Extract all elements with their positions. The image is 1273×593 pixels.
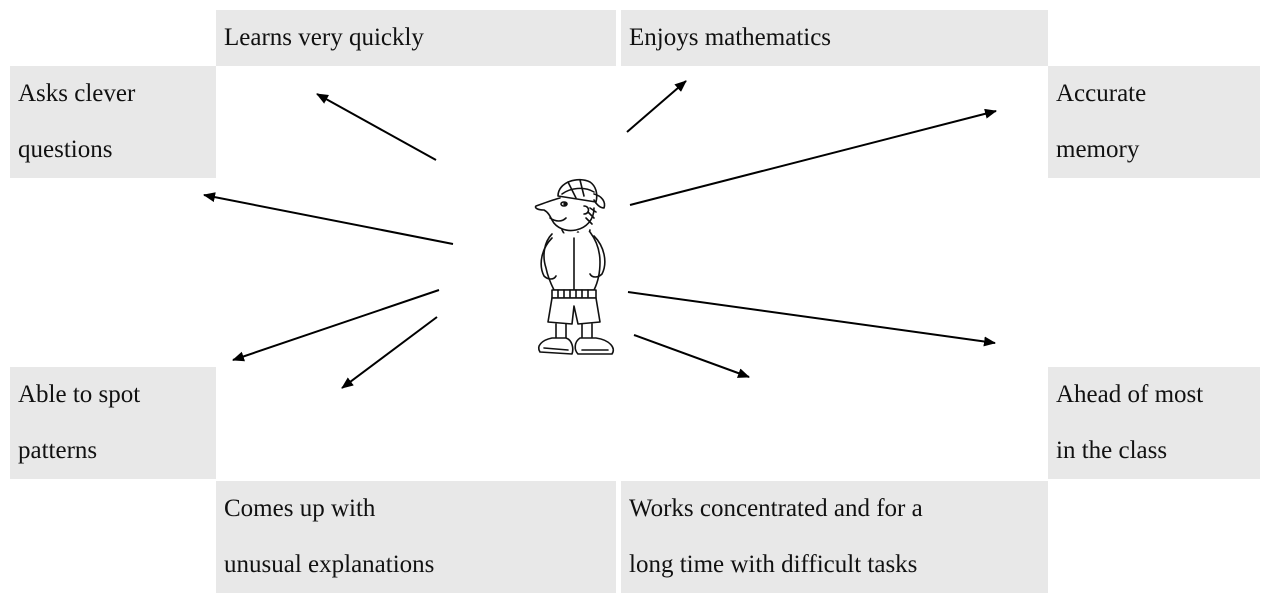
trait-label-line-1: Asks clever (18, 80, 136, 107)
trait-label-line-2: in the class (1056, 437, 1168, 464)
trait-label: Learns very quickly (224, 24, 424, 51)
trait-box-works-concentrated: Works concentrated and for a long time w… (621, 481, 1048, 593)
arrow-to-accurate-memory (629, 108, 997, 206)
trait-label-line-2: patterns (18, 437, 98, 464)
arrow-to-ahead-of-class (627, 291, 996, 347)
arrow-to-unusual-explanations (341, 316, 438, 389)
trait-box-enjoys-mathematics: Enjoys mathematics (621, 10, 1048, 66)
cartoon-boy-icon (534, 178, 614, 355)
arrow-to-spot-patterns (232, 289, 440, 362)
trait-label: Enjoys mathematics (629, 24, 832, 51)
trait-label-line-2: long time with difficult tasks (629, 551, 918, 578)
arrow-to-works-concentrated (633, 334, 750, 378)
trait-label-line-2: unusual explanations (224, 551, 435, 578)
arrow-to-learns-quickly (316, 93, 437, 161)
arrow-to-asks-questions (203, 192, 454, 245)
trait-box-ahead-of-class: Ahead of most in the class (1048, 367, 1260, 479)
trait-label-line-1: Accurate (1056, 80, 1147, 107)
trait-box-learns-quickly: Learns very quickly (216, 10, 616, 66)
trait-box-unusual-explanations: Comes up with unusual explanations (216, 481, 616, 593)
trait-label-line-1: Ahead of most (1056, 381, 1204, 408)
trait-box-spot-patterns: Able to spot patterns (10, 367, 216, 479)
trait-label-line-2: questions (18, 136, 113, 163)
trait-label-line-1: Able to spot (18, 381, 141, 408)
trait-label-line-2: memory (1056, 136, 1140, 163)
trait-label-line-1: Comes up with (224, 495, 376, 522)
trait-label-line-1: Works concentrated and for a (629, 495, 923, 522)
trait-box-accurate-memory: Accurate memory (1048, 66, 1260, 178)
arrow-to-enjoys-mathematics (626, 80, 687, 133)
trait-box-asks-clever-questions: Asks clever questions (10, 66, 216, 178)
